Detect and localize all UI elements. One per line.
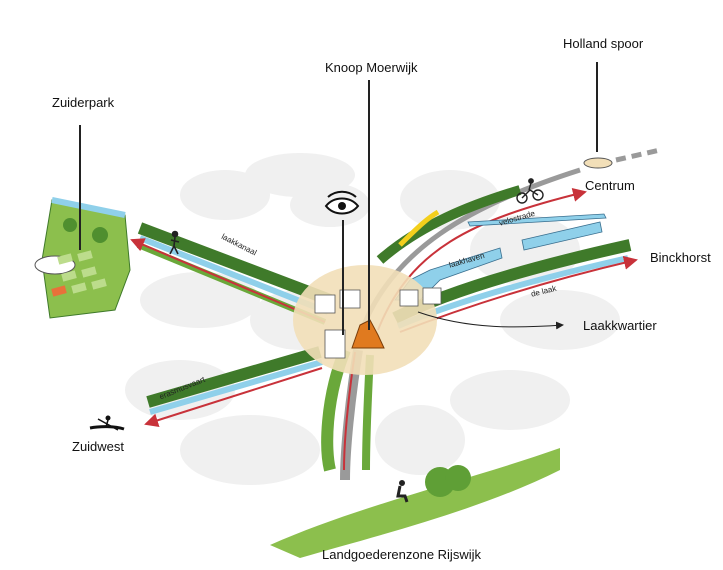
eye-icon <box>324 190 360 215</box>
erasmusvaart-corridor <box>144 346 323 428</box>
label-centrum: Centrum <box>585 178 635 193</box>
label-knoop-moerwijk: Knoop Moerwijk <box>325 60 418 75</box>
label-laakkwartier: Laakkwartier <box>583 318 657 333</box>
central-node <box>293 265 442 375</box>
label-zuiderpark: Zuiderpark <box>52 95 115 110</box>
laakkwartier-arrow <box>417 311 564 330</box>
zuiderpark-park <box>34 197 131 319</box>
leader-lines <box>79 62 598 335</box>
rower-icon <box>89 415 125 431</box>
walker-icon <box>169 230 180 255</box>
label-landgoederenzone: Landgoederenzone Rijswijk <box>322 547 481 562</box>
person-sitting-icon <box>396 480 409 503</box>
label-holland-spoor: Holland spoor <box>563 36 644 51</box>
cyclist-icon <box>516 178 544 204</box>
landgoederenzone-hill <box>270 448 560 558</box>
label-zuidwest: Zuidwest <box>72 439 125 454</box>
label-binckhorst: Binckhorst <box>650 250 711 265</box>
